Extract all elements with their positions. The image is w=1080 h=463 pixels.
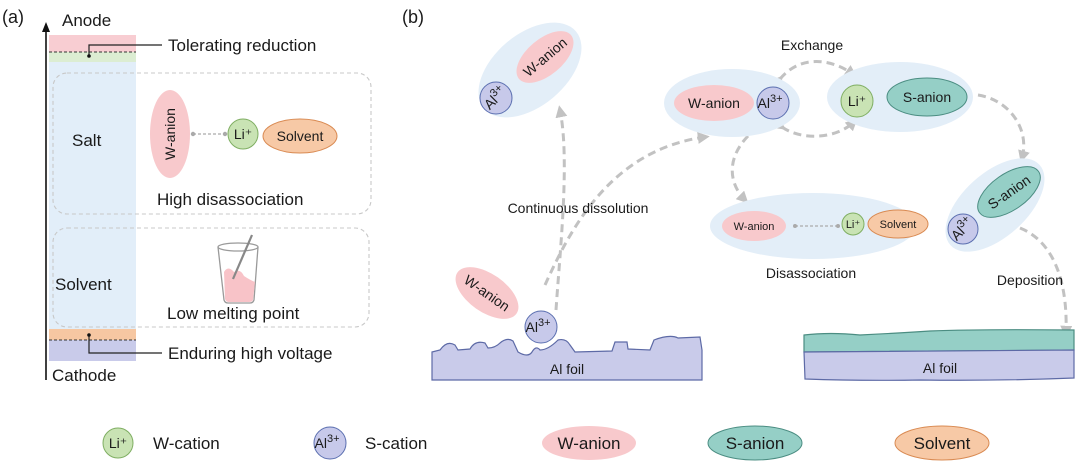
passivation-layer	[803, 329, 1075, 353]
corroded-al-foil: Al foil	[431, 335, 703, 381]
salt-box	[52, 72, 372, 215]
link-dot-right	[222, 131, 228, 137]
al-w-anion-complex: W-anion Al3+	[478, 22, 582, 118]
panel-a: (a) Anode Cathode Tolerating reduction E…	[2, 7, 372, 385]
w-anion-icon	[542, 426, 636, 460]
solvent-box	[52, 227, 370, 328]
panel-b: (b) W-anion Al3+ W-anion Al3+ Exchange	[402, 7, 1075, 381]
solvent-text: Solvent	[277, 128, 324, 144]
exchange-arrow-top	[770, 60, 857, 89]
al-s-anion-complex: S-anion Al3+	[945, 158, 1045, 252]
reduction-point	[87, 54, 91, 58]
al-foil-right-text: Al foil	[923, 360, 957, 376]
legend-item-solvent: Solvent	[894, 425, 990, 461]
to-disassociation-arrow	[730, 134, 750, 204]
legend-item-s-anion: S-anion	[707, 425, 803, 461]
legend-item-w-cation: Li⁺ S-cation W-cation	[102, 427, 220, 459]
legend-symbol: Li⁺	[109, 435, 127, 451]
cathode-band	[49, 340, 136, 361]
anion-band	[49, 35, 136, 52]
legend-symbol: Al3+	[315, 433, 340, 451]
li-ion-shape	[227, 118, 259, 150]
legend-symbol: W-anion	[558, 434, 621, 453]
cation-band	[49, 52, 136, 62]
li-ion-icon	[102, 427, 134, 459]
legend-symbol: Solvent	[914, 434, 971, 453]
s-anion-icon	[707, 425, 803, 461]
exchange-arrow-bottom	[772, 117, 858, 138]
deposition-label: Deposition	[997, 272, 1063, 288]
continuous-dissolution-label: Continuous dissolution	[508, 200, 649, 216]
panel-a-label: (a)	[2, 7, 24, 27]
disassociation-label: Disassociation	[766, 265, 856, 281]
enduring-high-voltage-text: Enduring high voltage	[168, 344, 332, 363]
w-anion-text: W-anion	[162, 108, 178, 160]
w-anion-al-pair: W-anion Al3+	[664, 69, 800, 137]
li-ion-text: Li⁺	[848, 93, 866, 109]
li-ion-text: Li⁺	[846, 219, 861, 231]
dissolving-al-ion: Al3+	[524, 310, 558, 344]
dissolving-w-anion: W-anion	[455, 267, 519, 319]
w-anion-text: W-anion	[734, 221, 775, 233]
reduction-leader-line	[88, 44, 162, 56]
li-s-anion-pair: Li⁺ S-anion	[827, 62, 973, 132]
solvent-title: Solvent	[55, 275, 112, 294]
legend-symbol: S-anion	[726, 434, 785, 453]
solvent-shape	[262, 118, 338, 154]
axis-arrow-icon	[42, 22, 50, 32]
high-disassociation-caption: High disassociation	[157, 190, 303, 209]
solvent-band	[49, 329, 136, 340]
al-ion-icon	[313, 426, 347, 460]
legend-label: S-cation	[365, 434, 427, 453]
cathode-label: Cathode	[52, 366, 116, 385]
panel-b-label: (b)	[402, 7, 424, 27]
s-anion-text: S-anion	[903, 89, 951, 105]
legend: Li⁺ S-cation W-cation Al3+ S-cation W-an…	[102, 425, 990, 461]
anode-label: Anode	[62, 11, 111, 30]
legend-label: W-cation	[153, 434, 220, 453]
solvent-icon	[894, 425, 990, 461]
low-melting-point-caption: Low melting point	[167, 304, 300, 323]
exchange-label: Exchange	[781, 37, 843, 53]
al-ion-text: Al3+	[758, 93, 783, 111]
salt-title: Salt	[72, 131, 102, 150]
legend-item-s-cation: Al3+ S-cation	[313, 426, 427, 460]
link-dot-left	[190, 131, 196, 137]
oxidation-leader-line	[88, 335, 162, 354]
w-anion-shape	[150, 90, 190, 178]
al-ion-text: Al3+	[526, 317, 551, 335]
legend-item-w-anion: W-anion	[542, 426, 636, 460]
passivated-al-foil: Al foil	[803, 329, 1075, 381]
electrolyte-window-band	[49, 62, 136, 329]
w-anion-text: W-anion	[688, 95, 740, 111]
al-foil-left-text: Al foil	[550, 361, 584, 377]
dissolution-arrow-right	[543, 132, 710, 286]
li-ion-text: Li⁺	[234, 126, 252, 142]
oxidation-point	[87, 333, 91, 337]
disassociation-group: W-anion Li⁺ Solvent	[710, 193, 929, 259]
tolerating-reduction-text: Tolerating reduction	[168, 36, 316, 55]
to-deposition-arrow	[977, 93, 1030, 163]
solvent-text: Solvent	[880, 219, 917, 231]
beaker-icon	[217, 234, 259, 304]
